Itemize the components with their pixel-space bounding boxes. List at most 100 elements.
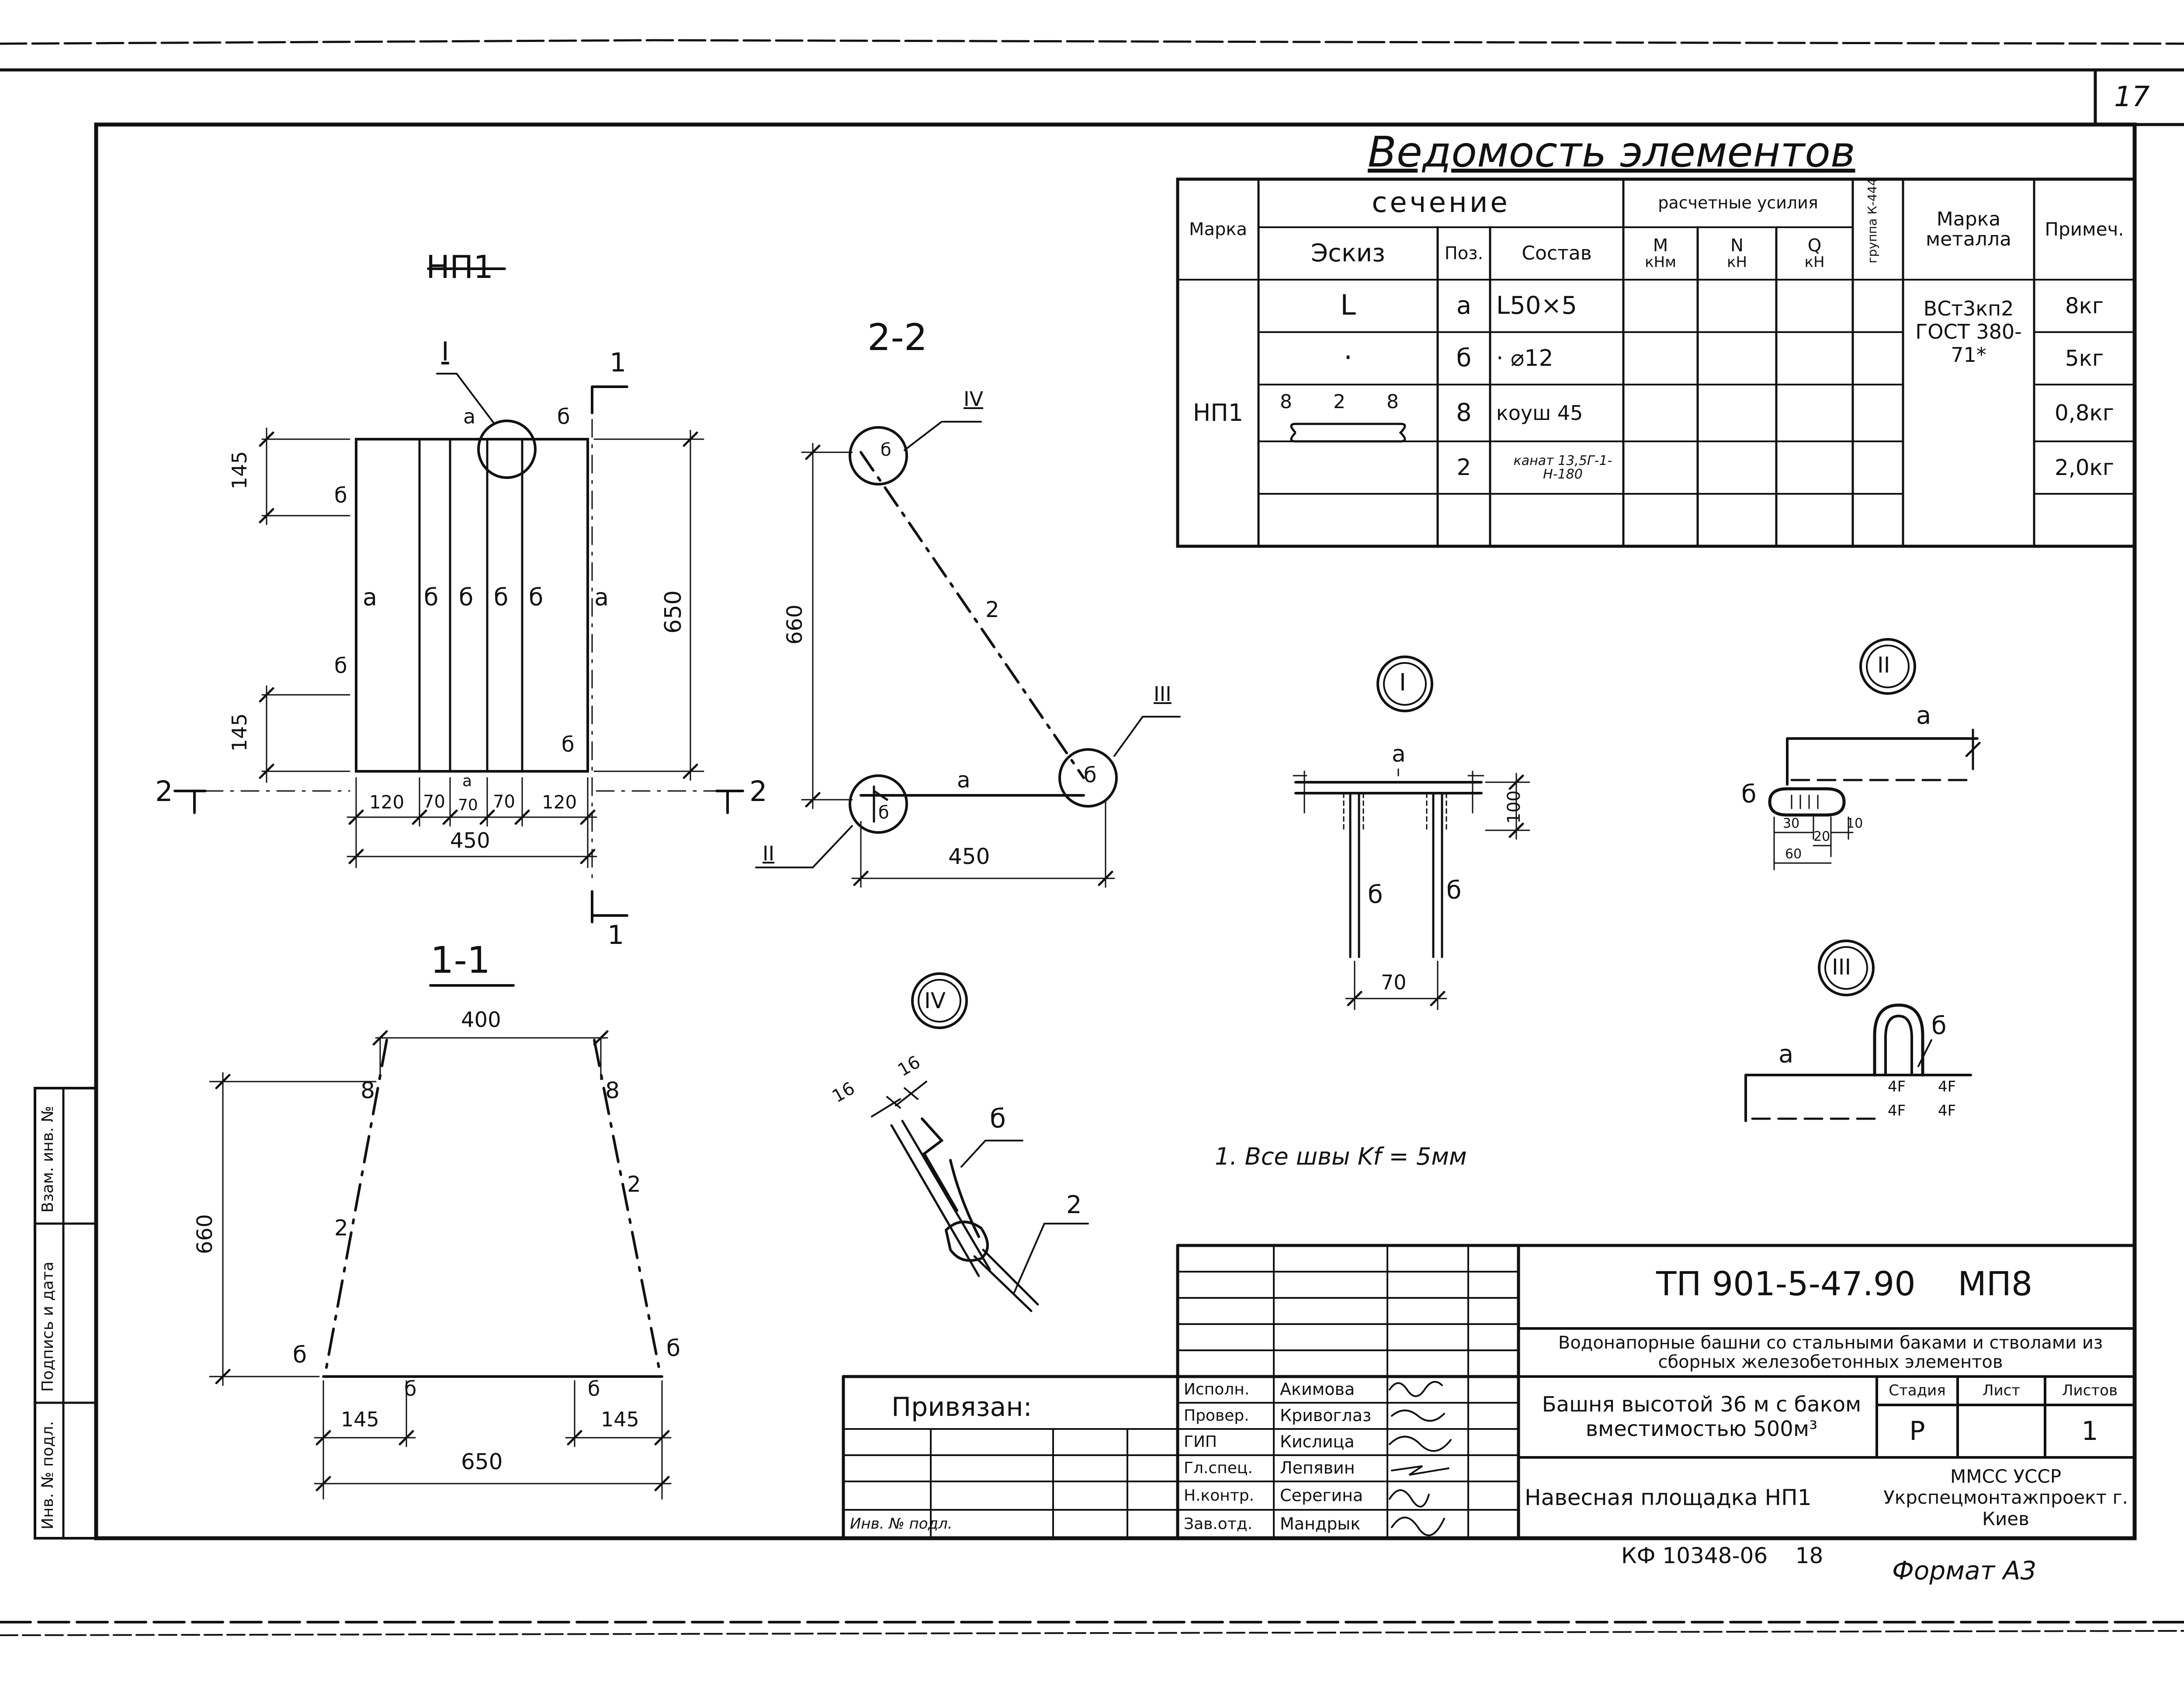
footer-format: Формат А3 [1892, 1556, 2037, 1585]
inv-label-bottom: Инв. № подл. [850, 1515, 953, 1533]
node-2-label-a: а [1916, 701, 1931, 730]
section-1-1-top: 400 [461, 1008, 501, 1032]
node-3-marker: III [1832, 954, 1851, 980]
spec-header-m-symbol: M [1653, 236, 1668, 256]
plan-label: а [363, 583, 378, 611]
spec-header-q-unit: кН [1804, 253, 1825, 271]
node-2-marker: II [1877, 652, 1890, 678]
page-number: 17 [2114, 81, 2150, 113]
spec-row-note: 0,8кг [2055, 400, 2114, 426]
section-1-1-bottom: 650 [461, 1449, 503, 1474]
plan-label: б [459, 583, 474, 611]
role-label: ГИП [1184, 1433, 1217, 1451]
plan-cut-marker-bottom: 1 [607, 920, 624, 950]
section-1-1-letter-b: б [666, 1335, 681, 1362]
plan-edge-label: б [562, 732, 575, 757]
spec-row-pos: б [1456, 343, 1472, 372]
section-2-2-marker: II [763, 842, 775, 865]
sheet-value [1958, 1405, 2045, 1457]
spec-row-composition: · ⌀12 [1496, 345, 1553, 371]
plan-label: б [494, 583, 509, 611]
node-2-dim: 20 [1813, 829, 1830, 844]
section-1-1-right-offset: 145 [601, 1408, 639, 1431]
section-1-1-letter-2: 2 [627, 1172, 641, 1197]
node-3-weld: 4F [1888, 1102, 1906, 1120]
section-1-1-title: 1-1 [430, 939, 491, 981]
spec-row-pos: 8 [1456, 398, 1472, 427]
role-label: Зав.отд. [1184, 1515, 1253, 1533]
section-2-2-height: 660 [783, 604, 807, 645]
plan-label: б [529, 583, 544, 611]
plan-dim-segment: 70 [493, 792, 515, 812]
section-2-2-title: 2-2 [867, 316, 928, 359]
role-label: Н.контр. [1184, 1486, 1255, 1505]
section-2-2-node-letter: б [878, 803, 889, 823]
sheets-value: 1 [2081, 1415, 2098, 1446]
section-1-1-letter-8: 8 [605, 1078, 620, 1104]
spec-row-pos: а [1456, 291, 1472, 320]
spec-header-forces: расчетные усилия [1658, 193, 1818, 213]
spec-header-pos: Поз. [1444, 243, 1484, 264]
section-2-2-node-letter: б [881, 440, 891, 460]
plan-edge-label: б [334, 654, 347, 678]
stage-label: Стадия [1889, 1381, 1946, 1399]
plan-section-marker-right: 2 [749, 776, 767, 808]
sheet-label: Лист [1982, 1381, 2021, 1399]
person-name: Кривоглаз [1280, 1406, 1372, 1425]
spec-row-sketch: · [1343, 342, 1353, 375]
node-1-label-b: б [1368, 881, 1383, 909]
plan-node-marker: I [441, 336, 449, 367]
sheets-label: Листов [2062, 1381, 2118, 1399]
bound-label: Привязан: [891, 1392, 1032, 1422]
spec-row-composition: коуш 45 [1496, 401, 1583, 425]
plan-dim-bottom-left: 145 [228, 713, 251, 752]
node-3-label-a: а [1778, 1040, 1794, 1068]
role-label: Исполн. [1184, 1380, 1250, 1399]
node-3-weld: 4F [1888, 1078, 1906, 1096]
side-label-replace: Взам. инв. № [39, 1106, 57, 1213]
spec-row-composition: L50×5 [1496, 291, 1577, 320]
spec-row-note: 5кг [2065, 345, 2104, 371]
node-2-dim: 60 [1785, 846, 1802, 862]
spec-header-group: группа К-444 [1865, 178, 1879, 264]
node-4-marker: IV [924, 988, 946, 1013]
spec-header-n: N кН [1698, 227, 1776, 280]
plan-title: НП1 [426, 249, 494, 285]
node-2-dim: 10 [1846, 816, 1863, 831]
person-name: Серегина [1280, 1485, 1363, 1505]
section-1-1-letter-b: б [404, 1377, 417, 1401]
spec-header-m: M кНм [1623, 227, 1698, 280]
spec-row-note: 8кг [2065, 293, 2104, 319]
plan-edge-label: б [334, 483, 347, 508]
person-name: Лепявин [1280, 1458, 1355, 1478]
rope-sketch-icon [1290, 423, 1406, 443]
plan-corner-label: б [557, 405, 570, 429]
plan-section-marker-left: 2 [155, 776, 173, 808]
footer-code: КФ 10348-06 18 [1621, 1543, 1823, 1568]
plan-dim-segment: 120 [542, 791, 577, 813]
welds-note: 1. Все швы Kf = 5мм [1215, 1143, 1467, 1170]
node-1-width: 70 [1381, 971, 1407, 994]
spec-title: Ведомость элементов [1368, 128, 1855, 177]
node-3-label-b: б [1931, 1012, 1947, 1040]
spec-row-sketch: L [1340, 289, 1356, 322]
plan-dim-mid-letter: а [462, 772, 472, 790]
spec-header-metal: Марка металла [1925, 208, 2012, 250]
spec-header-composition: Состав [1522, 242, 1592, 264]
node-4-label-2: 2 [1066, 1191, 1082, 1219]
plan-dim-segment: 120 [369, 791, 405, 813]
spec-header-sketch: Эскиз [1311, 239, 1385, 267]
sheet-title: Навесная площадка НП1 [1525, 1485, 1812, 1511]
section-1-1-left-offset: 145 [341, 1408, 379, 1431]
plan-node-letter: а [463, 405, 476, 428]
node-1-height: 100 [1504, 790, 1524, 824]
section-2-2-marker: IV [964, 387, 984, 411]
spec-header-q-symbol: Q [1807, 236, 1822, 256]
person-name: Кислица [1280, 1432, 1355, 1452]
spec-header-q: Q кН [1776, 227, 1853, 280]
side-label-inventory: Инв. № подл. [39, 1421, 57, 1529]
plan-dim-height: 650 [660, 590, 686, 634]
project-title: Водонапорные башни со стальными баками и… [1558, 1333, 2103, 1372]
section-2-2-node-letter: б [1084, 763, 1097, 787]
plan-dim-top-left: 145 [228, 451, 251, 489]
